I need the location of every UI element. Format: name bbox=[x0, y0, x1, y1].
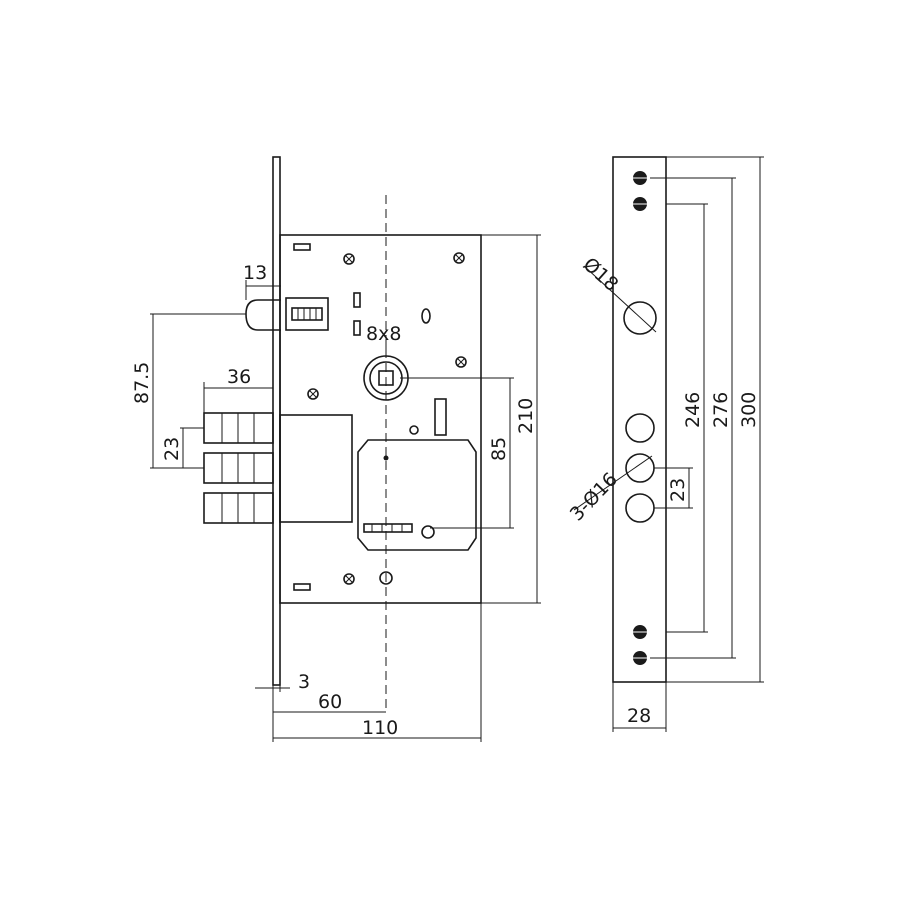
bolt-bottom bbox=[203, 492, 274, 524]
case-hole-bottom bbox=[379, 571, 393, 585]
dim-bolt-length: 36 bbox=[227, 366, 251, 388]
faceplate-front-view: Ø18 3-Ø16 23 246 276 300 28 bbox=[566, 156, 764, 732]
faceplate-screw-1 bbox=[628, 171, 652, 185]
case-screw-top-right bbox=[453, 252, 465, 264]
dim-body-width: 110 bbox=[362, 717, 398, 739]
bolt-hole-3 bbox=[625, 493, 655, 523]
case-slot-top bbox=[293, 243, 311, 251]
slot-upper bbox=[353, 292, 361, 308]
bolt-middle bbox=[203, 452, 274, 484]
dim-faceplate-thickness: 3 bbox=[298, 671, 310, 693]
case-screw-mid-left bbox=[307, 388, 319, 400]
lock-case bbox=[279, 234, 482, 604]
faceplate-screw-3 bbox=[628, 625, 652, 639]
key-mechanism-plate bbox=[357, 439, 477, 551]
bolt-hole-1 bbox=[625, 413, 655, 443]
slot-oval bbox=[421, 308, 431, 324]
latch-dot bbox=[409, 425, 419, 435]
lock-body-side-view: 13 87.5 36 23 8x8 85 210 3 bbox=[131, 156, 541, 742]
dim-body-height: 210 bbox=[515, 398, 537, 434]
case-screw-mid-right bbox=[455, 356, 467, 368]
dim-outer-screw-spacing: 276 bbox=[710, 392, 732, 428]
key-mechanism-dot bbox=[383, 455, 389, 461]
bolt-top bbox=[203, 412, 274, 444]
latch-block bbox=[434, 398, 447, 436]
faceplate-screw-4 bbox=[628, 651, 652, 665]
deadbolt-housing bbox=[279, 414, 353, 523]
dim-bolt-hole-pitch: 23 bbox=[667, 478, 689, 502]
dim-backset: 60 bbox=[318, 691, 342, 713]
key-pivot bbox=[421, 525, 435, 539]
dim-faceplate-offset: 13 bbox=[243, 262, 267, 284]
dim-inner-screw-spacing: 246 bbox=[682, 392, 704, 428]
bolt-hole-2 bbox=[625, 453, 655, 483]
dim-bolt-pitch: 23 bbox=[161, 437, 183, 461]
dim-cylinder-hole: Ø18 bbox=[579, 253, 623, 296]
dim-cam-height: 87.5 bbox=[131, 362, 153, 404]
faceplate-edge bbox=[272, 156, 281, 686]
key-slot bbox=[363, 523, 413, 533]
cylinder-hole bbox=[623, 301, 657, 335]
dim-faceplate-length: 300 bbox=[738, 392, 760, 428]
dim-spindle-to-key: 85 bbox=[488, 437, 510, 461]
slot-lower bbox=[353, 320, 361, 336]
case-screw-top-left bbox=[343, 253, 355, 265]
faceplate-screw-2 bbox=[628, 197, 652, 211]
faceplate-outline bbox=[612, 156, 667, 683]
case-slot-bottom bbox=[293, 583, 311, 591]
dim-faceplate-width: 28 bbox=[627, 705, 651, 727]
cam-latch bbox=[245, 297, 329, 331]
case-screw-bottom-left bbox=[343, 573, 355, 585]
dim-spindle: 8x8 bbox=[366, 323, 401, 345]
